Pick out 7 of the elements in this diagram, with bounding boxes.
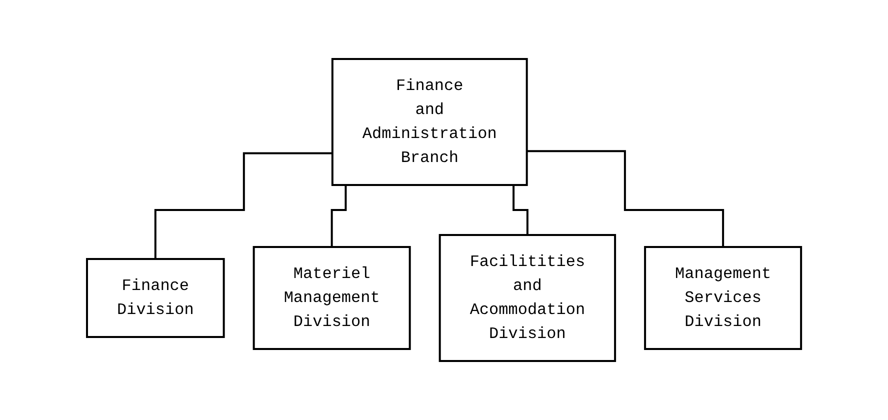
connector bbox=[154, 152, 332, 260]
node-box: Finance Division bbox=[86, 258, 225, 338]
connector bbox=[526, 150, 724, 248]
node-box: Materiel Management Division bbox=[252, 246, 411, 350]
node-box: Facilitities and Acommodation Division bbox=[438, 234, 616, 362]
node-box: Finance and Administration Branch bbox=[331, 58, 528, 186]
node-box: Management Services Division bbox=[644, 246, 802, 350]
